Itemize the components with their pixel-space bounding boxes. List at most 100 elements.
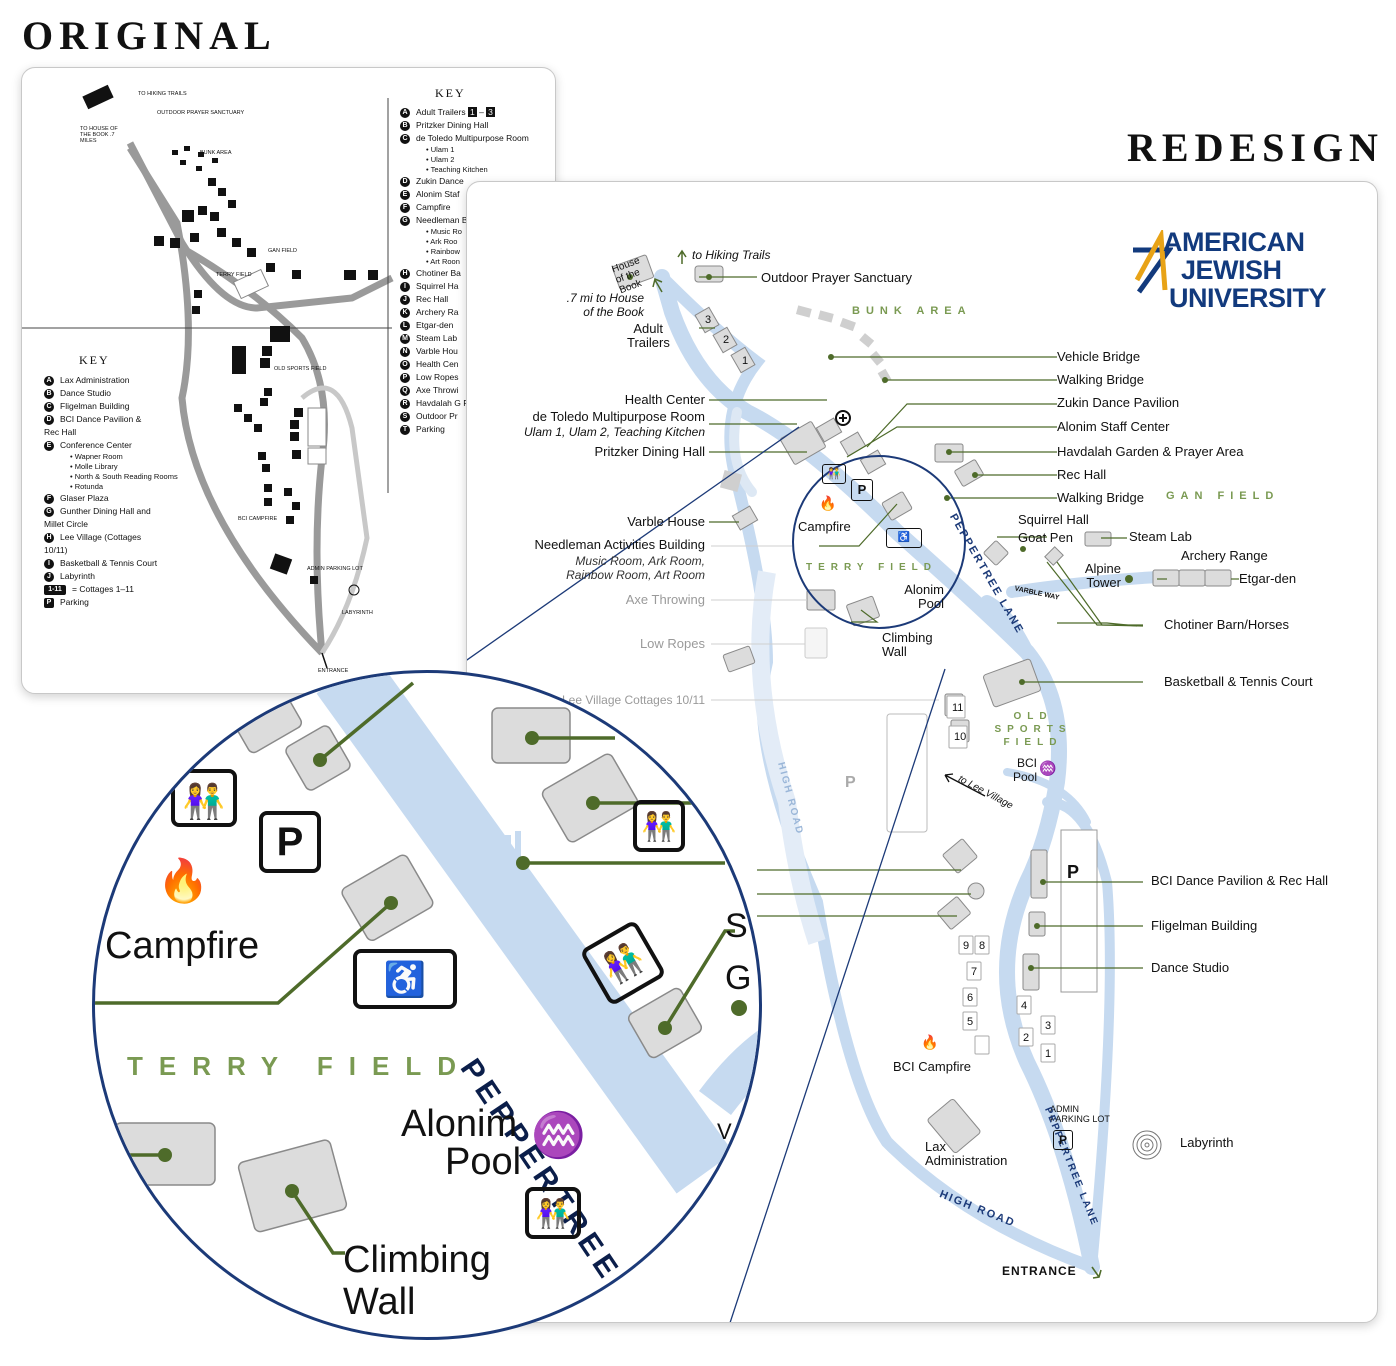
climbing-wall-label: Climbing Wall	[882, 630, 933, 659]
cottage-1: 1	[1045, 1048, 1052, 1060]
orig-adminlot-label: ADMIN PARKING LOT	[307, 566, 363, 572]
bci-campfire-icon: 🔥	[921, 1034, 939, 1050]
campfire-icon: 🔥	[819, 495, 837, 511]
alonim-pool-label: Alonim Pool	[904, 582, 944, 611]
parking-icon-3: P	[845, 774, 856, 791]
zoom-map-graphic	[95, 673, 759, 1255]
key-sub: • Rotunda	[70, 482, 104, 491]
trailer-3: 3	[705, 314, 712, 326]
orig-house-label: TO HOUSE OF THE BOOK .7 MILES	[80, 126, 118, 144]
key-sub: • Music Ro	[426, 227, 462, 236]
zoom-restroom-icon: 👫	[171, 769, 237, 827]
goat-pen-label: Goat Pen	[1018, 530, 1073, 545]
axe-label: Axe Throwing	[625, 592, 705, 607]
orig-terry-label: TERRY FIELD	[216, 272, 252, 278]
adult-trailers-label: Adult Trailers	[627, 321, 670, 350]
old-sports-field-label: OLD SPORTS FIELD	[994, 711, 1072, 748]
basketball-label: Basketball & Tennis Court	[1164, 674, 1313, 689]
orig-bcicampfire-label: BCI CAMPFIRE	[238, 516, 278, 522]
walking-bridge-label-1: Walking Bridge	[1057, 372, 1144, 387]
key-sub: • Wapner Room	[70, 452, 123, 461]
accessible-restroom-icon: ♿	[886, 528, 922, 548]
bci-pool-label: BCI Pool	[1012, 756, 1037, 784]
detoledo-label: de Toledo Multipurpose Room	[532, 409, 705, 424]
key-row: 1-11= Cottages 1–11	[44, 583, 204, 596]
zukin-label: Zukin Dance Pavilion	[1057, 395, 1180, 410]
etgar-label: Etgar-den	[1239, 571, 1297, 586]
vehicle-bridge-label: Vehicle Bridge	[1057, 349, 1141, 364]
key-sub: • Ark Roo	[426, 237, 458, 246]
zoom-circle: 👫 P 🔥 Campfire ♿ TERRY FIELD 👫 👫 PEPPERT…	[92, 670, 762, 1340]
logo-line1: AMERICAN	[1163, 227, 1305, 257]
rec-hall-label: Rec Hall	[1057, 467, 1107, 482]
dance-studio-label: Dance Studio	[1151, 960, 1230, 975]
cottage-3: 3	[1045, 1020, 1052, 1032]
key-sub: • North & South Reading Rooms	[70, 472, 178, 481]
low-ropes-label: Low Ropes	[639, 636, 705, 651]
parking-icon-2: P	[1067, 862, 1080, 882]
orig-oldsports-label: OLD SPORTS FIELD	[274, 366, 327, 372]
steam-lab-label: Steam Lab	[1129, 529, 1192, 544]
zoom-pool-icon: ♒	[531, 1111, 586, 1160]
bunk-area-label: BUNK AREA	[852, 305, 972, 317]
key-sub: • Ulam 2	[426, 155, 455, 164]
zoom-parking-icon: P	[259, 811, 321, 873]
orig-bunk-label: BUNK AREA	[200, 150, 232, 156]
orig-prayer-label: OUTDOOR PRAYER SANCTUARY	[157, 110, 245, 116]
key-sub: • Art Roon	[426, 257, 460, 266]
parking-icon-4: P	[1053, 1130, 1073, 1150]
lax-admin-label: Lax Administration	[925, 1139, 1008, 1168]
zoom-wall-label: Wall	[343, 1281, 416, 1323]
house-distance-label: .7 mi to House of the Book	[566, 291, 644, 319]
cottage-9: 9	[963, 940, 970, 952]
cottage-10: 10	[954, 731, 967, 743]
cottage-6: 6	[967, 992, 974, 1004]
zoom-edge-v: V	[717, 1119, 732, 1144]
zoom-restroom-icon-3: 👫	[525, 1187, 581, 1239]
admin-parking-label: ADMIN PARKING LOT	[1050, 1104, 1110, 1124]
zoom-campfire-label: Campfire	[105, 925, 260, 967]
orig-hiking-label: TO HIKING TRAILS	[138, 91, 187, 97]
redesign-map-graphic	[467, 249, 1239, 1322]
labyrinth-label: Labyrinth	[1180, 1135, 1234, 1150]
health-center-label: Health Center	[624, 392, 705, 407]
zoom-alonim-label: Alonim	[401, 1103, 518, 1145]
gan-field-label: GAN FIELD	[1166, 490, 1280, 502]
original-map-graphic	[22, 84, 394, 669]
varble-label: Varble House	[627, 514, 705, 529]
key-sub: • Ulam 1	[426, 145, 455, 154]
campfire-label: Campfire	[798, 519, 851, 534]
archery-label: Archery Range	[1181, 548, 1268, 563]
zoom-pool-label: Pool	[445, 1141, 522, 1183]
cottage-8: 8	[979, 940, 986, 952]
needleman-sub-1: Music Room, Ark Room,	[575, 554, 705, 568]
restroom-icon: 👫	[822, 464, 846, 484]
zoom-campfire-icon: 🔥	[157, 857, 210, 904]
redesign-heading: REDESIGN	[1127, 125, 1384, 170]
hiking-trails-label: to Hiking Trails	[692, 248, 771, 262]
zoom-climbing-label: Climbing	[343, 1239, 491, 1281]
